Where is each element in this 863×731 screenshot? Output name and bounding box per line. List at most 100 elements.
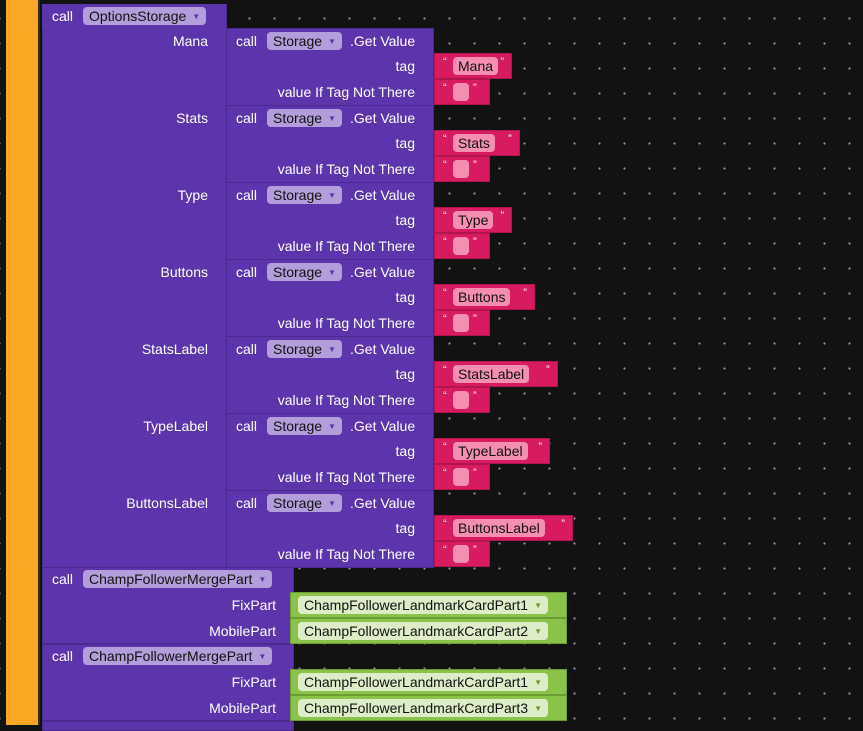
call-label: call <box>236 187 258 203</box>
argument-label: StatsLabel <box>141 341 208 357</box>
quote-close: ” <box>473 159 477 171</box>
fixpart-label: FixPart <box>231 674 276 690</box>
component-dropdown-mobile[interactable]: ChampFollowerLandmarkCardPart2 ▼ <box>298 622 549 640</box>
dropdown-value: ChampFollowerLandmarkCardPart1 <box>304 674 529 690</box>
storage-component-dropdown[interactable]: Storage▼ <box>267 263 342 281</box>
dropdown-value: ChampFollowerMergePart <box>89 571 253 587</box>
storage-component-dropdown[interactable]: Storage ▼ <box>267 417 342 435</box>
tag-string-field[interactable]: ButtonsLabel <box>453 519 545 537</box>
tag-string-field[interactable]: TypeLabel <box>453 442 528 460</box>
tag-string-field[interactable]: Type <box>453 211 494 229</box>
method-label: .Get Value <box>350 264 416 280</box>
default-label: value If Tag Not There <box>277 392 415 408</box>
call-label: call <box>52 8 74 24</box>
tag-string-field[interactable]: Buttons <box>453 288 511 306</box>
chevron-down-icon: ▼ <box>328 499 336 508</box>
argument-label: TypeLabel <box>143 418 208 434</box>
call-label: call <box>236 264 258 280</box>
dropdown-value: Storage <box>273 187 323 203</box>
chevron-down-icon: ▼ <box>534 678 543 687</box>
quote-close: ” <box>473 544 477 556</box>
options-storage-call-block[interactable] <box>42 4 227 568</box>
chevron-down-icon: ▼ <box>328 191 336 200</box>
default-string-field[interactable] <box>453 545 469 563</box>
quote-close: ” <box>473 82 477 94</box>
chevron-down-icon: ▼ <box>258 575 267 584</box>
default-string-field[interactable] <box>453 314 469 332</box>
quote-open: “ <box>443 390 447 402</box>
mobilepart-label: MobilePart <box>209 700 276 716</box>
default-string-field[interactable] <box>453 83 469 101</box>
dropdown-value: Storage <box>273 418 323 434</box>
tag-label: tag <box>395 443 415 459</box>
tag-label: tag <box>395 520 415 536</box>
dropdown-value: ChampFollowerLandmarkCardPart2 <box>304 623 529 639</box>
call-label: call <box>236 110 258 126</box>
tag-label: tag <box>395 135 415 151</box>
call-label: call <box>52 571 74 587</box>
quote-close: ” <box>473 236 477 248</box>
dropdown-value: ChampFollowerLandmarkCardPart1 <box>304 597 529 613</box>
default-string-field[interactable] <box>453 160 469 178</box>
quote-open: “ <box>443 441 447 453</box>
dropdown-value: ChampFollowerLandmarkCardPart3 <box>304 700 529 716</box>
storage-component-dropdown[interactable]: Storage ▼ <box>267 494 342 512</box>
quote-open: “ <box>443 287 447 299</box>
tag-label: tag <box>395 212 415 228</box>
quote-close: ” <box>473 313 477 325</box>
storage-component-dropdown[interactable]: Storage▼ <box>267 32 342 50</box>
default-string-field[interactable] <box>453 468 469 486</box>
fixpart-label: FixPart <box>231 597 276 613</box>
storage-component-dropdown[interactable]: Storage▼ <box>267 109 342 127</box>
procedure-dropdown[interactable]: OptionsStorage▼ <box>83 7 207 25</box>
quote-open: “ <box>443 159 447 171</box>
procedure-dropdown[interactable]: ChampFollowerMergePart ▼ <box>83 570 273 588</box>
default-label: value If Tag Not There <box>277 84 415 100</box>
dropdown-value: Storage <box>273 341 323 357</box>
quote-open: “ <box>443 364 447 376</box>
quote-close: ” <box>500 210 505 222</box>
default-string-field[interactable] <box>453 391 469 409</box>
quote-close: ” <box>473 467 477 479</box>
procedure-dropdown[interactable]: ChampFollowerMergePart▼ <box>83 647 273 665</box>
component-dropdown-fix[interactable]: ChampFollowerLandmarkCardPart1 ▼ <box>298 596 549 614</box>
method-label: .Get Value <box>350 418 416 434</box>
quote-close: ” <box>561 518 565 530</box>
component-dropdown-mobile[interactable]: ChampFollowerLandmarkCardPart3▼ <box>298 699 549 717</box>
quote-open: “ <box>443 313 447 325</box>
quote-open: “ <box>443 544 447 556</box>
chevron-down-icon: ▼ <box>534 601 543 610</box>
chevron-down-icon: ▼ <box>534 627 543 636</box>
quote-open: “ <box>443 133 447 145</box>
call-label: call <box>236 418 258 434</box>
dropdown-value: Storage <box>273 495 323 511</box>
tag-string-field[interactable]: StatsLabel <box>453 365 530 383</box>
tag-string-field[interactable]: Mana <box>453 57 499 75</box>
chevron-down-icon: ▼ <box>192 12 201 21</box>
next-block-top[interactable] <box>42 721 294 731</box>
dropdown-value: ChampFollowerMergePart <box>89 648 253 664</box>
call-label: call <box>236 495 258 511</box>
default-label: value If Tag Not There <box>277 469 415 485</box>
quote-close: ” <box>500 56 505 68</box>
chevron-down-icon: ▼ <box>328 422 336 431</box>
dropdown-value: Storage <box>273 33 323 49</box>
tag-label: tag <box>395 58 415 74</box>
default-label: value If Tag Not There <box>277 161 415 177</box>
argument-label: Stats <box>176 110 208 126</box>
argument-label: ButtonsLabel <box>126 495 208 511</box>
method-label: .Get Value <box>350 341 416 357</box>
call-label: call <box>236 341 258 357</box>
call-label: call <box>236 33 258 49</box>
tag-label: tag <box>395 289 415 305</box>
argument-label: Buttons <box>160 264 208 280</box>
default-string-field[interactable] <box>453 237 469 255</box>
procedure-body-bar[interactable] <box>6 0 40 725</box>
quote-close: ” <box>473 390 477 402</box>
quote-open: “ <box>443 56 447 68</box>
quote-open: “ <box>443 518 447 530</box>
storage-component-dropdown[interactable]: Storage▼ <box>267 340 342 358</box>
storage-component-dropdown[interactable]: Storage ▼ <box>267 186 342 204</box>
component-dropdown-fix[interactable]: ChampFollowerLandmarkCardPart1 ▼ <box>298 673 549 691</box>
tag-string-field[interactable]: Stats <box>453 134 495 152</box>
